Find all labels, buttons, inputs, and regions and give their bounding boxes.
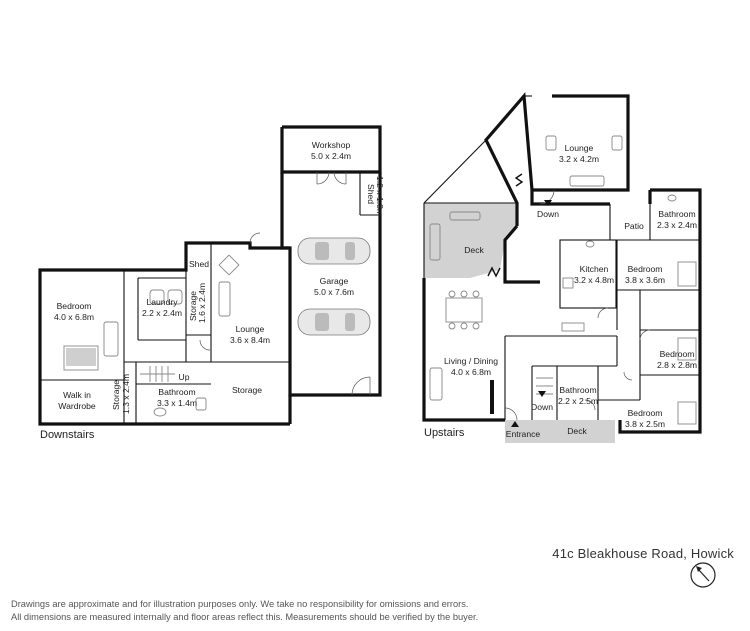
disclaimer-line: Drawings are approximate and for illustr… — [11, 599, 469, 609]
room-label-deck-top: Deck — [464, 245, 484, 255]
stairs — [140, 366, 175, 382]
down-label-bottom: Down — [531, 402, 553, 412]
room-size-workshop: 5.0 x 2.4m — [311, 151, 351, 161]
room-size-lounge-up: 3.2 x 4.2m — [559, 154, 599, 164]
downstairs-plan — [38, 125, 382, 426]
room-label-shed: Shed — [366, 184, 376, 204]
floor-plan: Workshop 5.0 x 2.4m Shed 1.2 x 1.8m Gara… — [38, 92, 702, 443]
room-label-shed-small: Shed — [189, 259, 209, 269]
room-size-bedroom-up2: 2.8 x 2.8m — [657, 360, 697, 370]
arrow-down-icon — [544, 200, 552, 206]
room-size-bedroom-up1: 3.8 x 3.6m — [625, 275, 665, 285]
down-label-top: Down — [537, 209, 559, 219]
up-label: Up — [179, 372, 190, 382]
arrow-up-icon — [511, 421, 519, 427]
room-label-bedroom-up1: Bedroom — [628, 264, 663, 274]
room-size-bedroom-down: 4.0 x 6.8m — [54, 312, 94, 322]
room-size-bathroom-up2: 2.2 x 2.5m — [558, 396, 598, 406]
room-label-lounge-down: Lounge — [236, 324, 265, 334]
room-label-storage-a: Storage — [188, 291, 198, 321]
room-label-workshop: Workshop — [312, 140, 351, 150]
room-label-bedroom-up3: Bedroom — [628, 408, 663, 418]
room-label-bedroom-down: Bedroom — [57, 301, 92, 311]
car-icon — [297, 308, 371, 336]
room-size-bathroom-down: 3.3 x 1.4m — [157, 398, 197, 408]
room-label-deck-bottom: Deck — [567, 426, 587, 436]
section-title-upstairs: Upstairs — [424, 427, 465, 439]
room-size-living: 4.0 x 6.8m — [451, 367, 491, 377]
disclaimer: Drawings are approximate and for illustr… — [11, 598, 478, 623]
room-size-garage: 5.0 x 7.6m — [314, 287, 354, 297]
room-label-bathroom-up2: Bathroom — [559, 385, 596, 395]
room-label-bedroom-up2: Bedroom — [660, 349, 695, 359]
room-label-walkin: Walk in — [63, 390, 91, 400]
room-label-storage-down: Storage — [232, 385, 262, 395]
room-label-wardrobe: Wardrobe — [58, 401, 96, 411]
room-label-bathroom-up1: Bathroom — [658, 209, 695, 219]
upstairs-plan — [422, 92, 702, 443]
room-label-lounge-up: Lounge — [565, 143, 594, 153]
room-label-living: Living / Dining — [444, 356, 498, 366]
property-address: 41c Bleakhouse Road, Howick — [552, 546, 734, 561]
room-size-storage-b: 1.3 x 2.4m — [121, 374, 131, 414]
room-size-laundry: 2.2 x 2.4m — [142, 308, 182, 318]
room-size-storage-a: 1.6 x 2.4m — [197, 283, 207, 323]
room-size-bathroom-up1: 2.3 x 2.4m — [657, 220, 697, 230]
room-label-storage-b: Storage — [111, 380, 121, 410]
room-size-bedroom-up3: 3.8 x 2.5m — [625, 419, 665, 429]
room-size-kitchen: 3.2 x 4.8m — [574, 275, 614, 285]
room-size-lounge-down: 3.6 x 8.4m — [230, 335, 270, 345]
room-label-patio: Patio — [624, 221, 644, 231]
room-label-bathroom-down: Bathroom — [158, 387, 195, 397]
room-size-shed: 1.2 x 1.8m — [375, 176, 385, 216]
section-title-downstairs: Downstairs — [40, 429, 95, 441]
room-label-kitchen: Kitchen — [580, 264, 609, 274]
room-label-laundry: Laundry — [146, 297, 178, 307]
room-label-garage: Garage — [320, 276, 349, 286]
compass-icon — [690, 562, 716, 588]
car-icon — [297, 237, 371, 265]
arrow-down-icon — [538, 391, 546, 397]
disclaimer-line: All dimensions are measured internally a… — [11, 611, 479, 622]
room-label-entrance: Entrance — [506, 429, 541, 439]
